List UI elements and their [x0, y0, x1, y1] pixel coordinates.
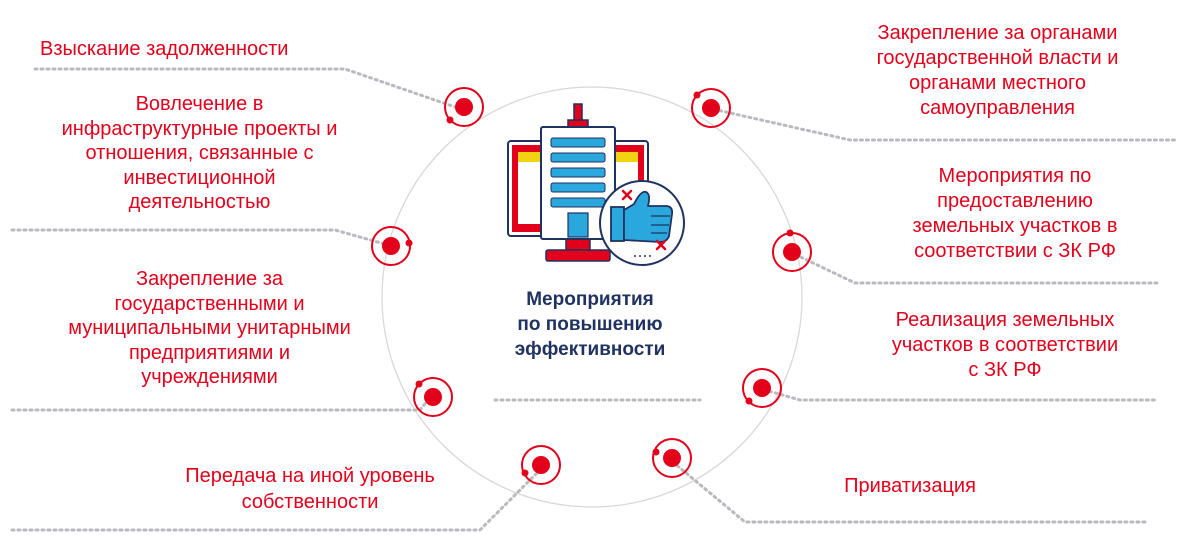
label-line: деятельностью — [128, 191, 271, 213]
thumbs-up-icon — [599, 180, 685, 266]
node-infrastructure — [371, 226, 413, 266]
label-line: предприятиями и — [128, 341, 291, 364]
label-line: с ЗК РФ — [968, 359, 1042, 381]
center-title: Мероприятия по повышению эффективности — [470, 287, 710, 362]
center-title-line: по повышению — [517, 314, 663, 335]
cross-icon — [621, 189, 667, 251]
label-line: отношения, связанные с — [85, 142, 314, 164]
label-line: Закрепление за — [135, 268, 283, 290]
connector-debt-collection — [33, 67, 460, 110]
label-debt-collection: Взыскание задолженности — [40, 37, 350, 61]
label-line: участков в соответствии — [891, 334, 1119, 356]
label-line: Взыскание задолженности — [40, 38, 289, 60]
connector-authorities — [706, 106, 1177, 142]
orbit-circle — [381, 86, 803, 508]
label-authorities: Закрепление за органами государственной … — [835, 21, 1160, 121]
label-line: Реализация земельных — [895, 309, 1115, 331]
label-line: соответствии с ЗК РФ — [914, 240, 1116, 262]
label-line: Передача на иной уровень — [185, 465, 435, 487]
label-line: самоуправления — [920, 97, 1075, 119]
connector-transfer-ownership — [10, 463, 547, 532]
node-debt-collection — [444, 87, 484, 127]
center-title-line: эффективности — [514, 339, 666, 360]
node-authorities — [691, 88, 731, 128]
connector-privatization — [666, 456, 1147, 524]
label-line: инфраструктурные проекты и — [61, 117, 338, 140]
label-land-provision: Мероприятия по предоставлению земельных … — [865, 164, 1165, 264]
label-line: государственными и — [114, 292, 305, 315]
label-line: органами местного — [908, 72, 1087, 94]
label-line: муниципальными унитарными — [68, 317, 351, 339]
label-unitary-enterprises: Закрепление за государственными и муници… — [12, 267, 407, 390]
connector-infrastructure — [10, 228, 390, 247]
label-line: собственности — [241, 491, 379, 513]
connector-unitary-enterprises — [10, 395, 432, 412]
center-title-line: Мероприятия — [526, 289, 654, 310]
connector-land-provision — [788, 250, 1162, 285]
label-line: Приватизация — [844, 475, 976, 497]
label-transfer-ownership: Передача на иной уровень собственности — [160, 463, 460, 515]
label-line: земельных участков в — [912, 215, 1118, 237]
label-privatization: Приватизация — [810, 474, 1010, 498]
label-infrastructure: Вовлечение в инфраструктурные проекты и … — [12, 92, 387, 215]
label-land-sale: Реализация земельных участков в соответс… — [855, 308, 1155, 383]
node-transfer-ownership — [521, 445, 561, 485]
connector-land-sale — [756, 386, 1157, 402]
label-line: Мероприятия по — [938, 165, 1092, 187]
node-land-provision — [772, 229, 812, 272]
label-line: учреждениями — [141, 366, 278, 388]
label-line: Закрепление за органами — [877, 22, 1118, 44]
label-line: Вовлечение в — [135, 93, 264, 115]
computer-monitor-icon — [507, 103, 649, 262]
label-line: инвестиционной — [123, 166, 276, 189]
label-line: государственной власти и — [876, 47, 1119, 69]
node-unitary-enterprises — [413, 377, 453, 417]
node-land-sale — [742, 368, 782, 408]
node-privatization — [652, 438, 692, 478]
label-line: предоставлению — [937, 190, 1093, 212]
